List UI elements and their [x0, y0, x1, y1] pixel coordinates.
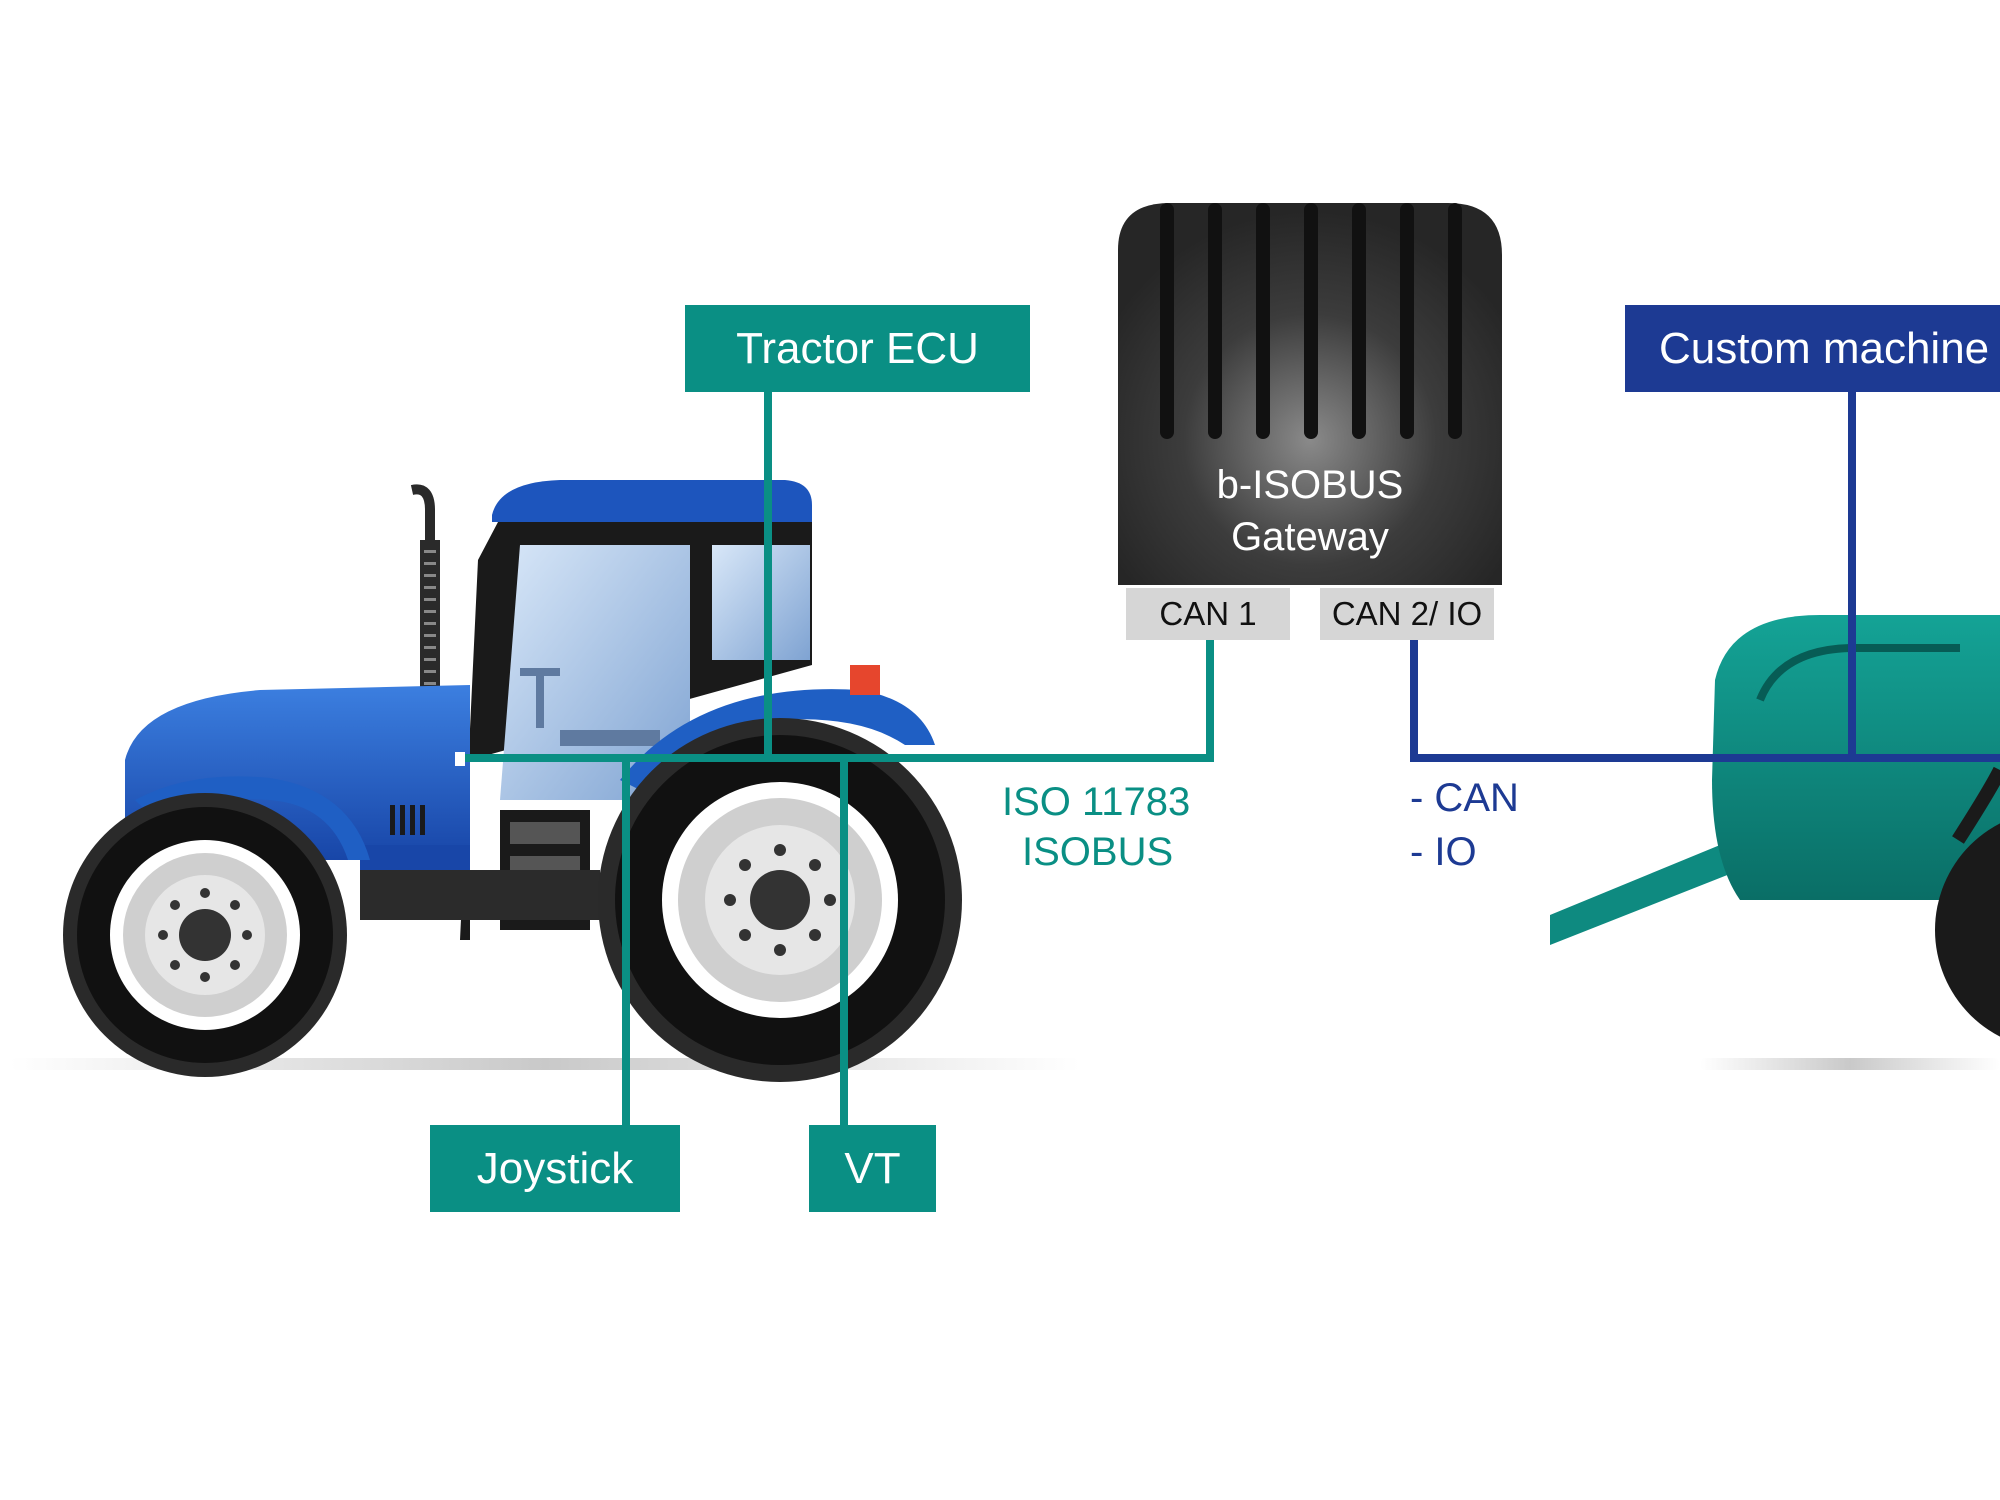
gateway-port-can2-io: CAN 2/ IO — [1320, 588, 1494, 640]
ground-shadow — [10, 1058, 2000, 1070]
gateway-device — [1118, 203, 1502, 585]
gateway-fins — [1160, 203, 1462, 439]
isobus-lines — [460, 390, 1214, 1128]
machine-drawbar — [1550, 845, 1740, 945]
gateway-title-line1: b-ISOBUS — [1216, 463, 1404, 507]
machine-wheel — [1935, 823, 2000, 1037]
custom-bus-label-line1: - CAN — [1410, 776, 1519, 820]
rear-fender — [620, 689, 935, 790]
implement-machine-illustration — [1550, 615, 2000, 1037]
isobus-main-line — [460, 640, 1214, 762]
gateway-title-line2: Gateway — [1231, 515, 1389, 559]
custom-bus-label-line2: - IO — [1410, 830, 1477, 874]
isobus-label-line2: ISOBUS — [1022, 830, 1174, 874]
custom-bus-main-line — [1410, 640, 2000, 762]
cab-roof — [492, 480, 812, 522]
tractor-ecu-box: Tractor ECU — [685, 305, 1030, 392]
tractor-illustration — [63, 480, 962, 1082]
custom-machine-box: Custom machine — [1625, 305, 2000, 392]
vt-box: VT — [809, 1125, 936, 1212]
cab-window-rear — [712, 545, 810, 660]
custom-bus-lines — [1410, 390, 2000, 762]
gateway-port-can1: CAN 1 — [1126, 588, 1290, 640]
front-wheel — [63, 793, 347, 1077]
joystick-box: Joystick — [430, 1125, 680, 1212]
isobus-label-line1: ISO 11783 — [1002, 780, 1191, 824]
rear-wheel — [598, 718, 962, 1082]
